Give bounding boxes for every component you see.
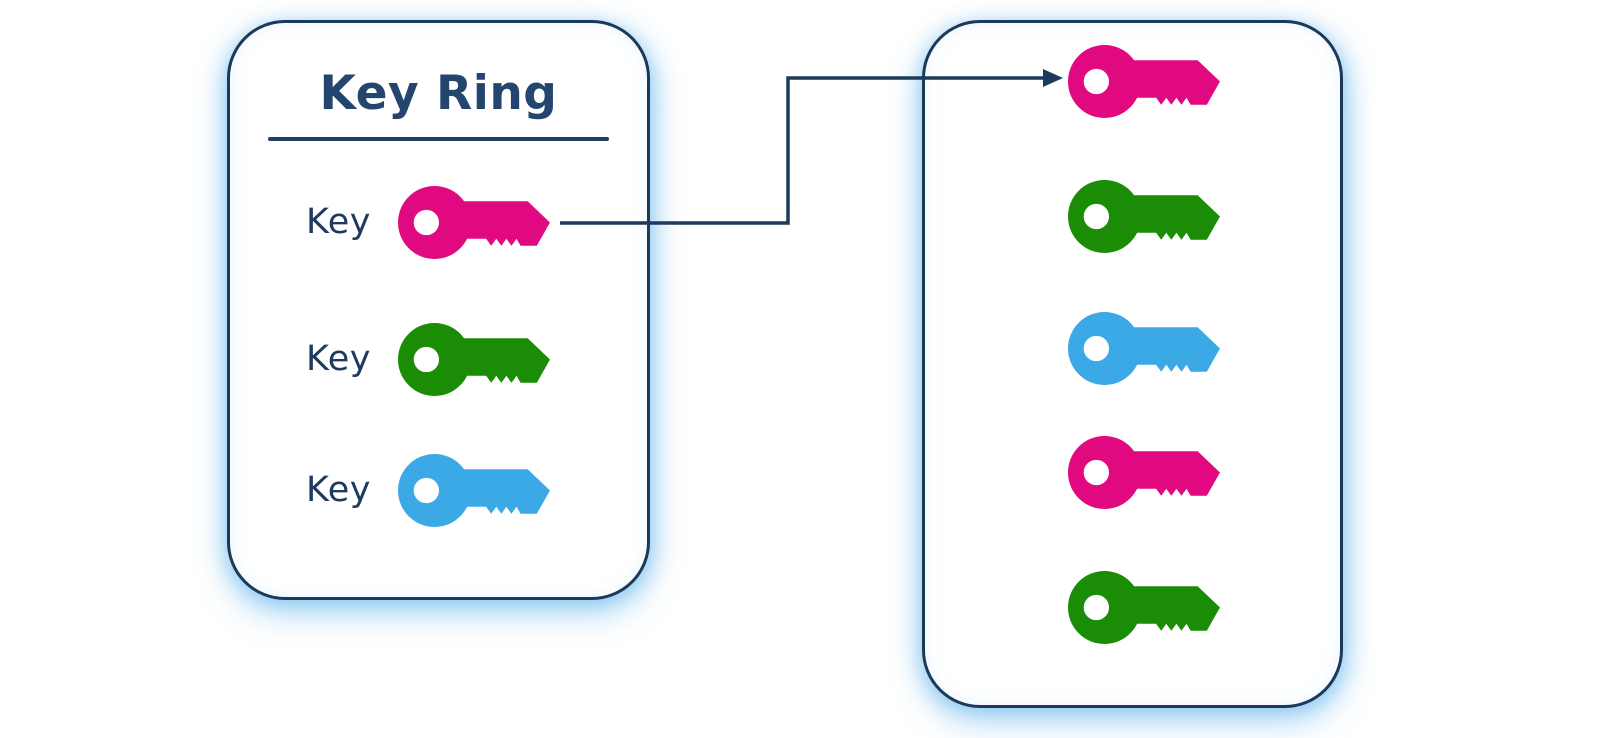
key-icon-pink [398, 185, 550, 259]
title-underline [268, 137, 609, 141]
right-panel [922, 20, 1343, 708]
key-hole [413, 346, 440, 372]
page-title: Key Ring [319, 66, 558, 121]
key-row-green: Key [230, 321, 647, 397]
key-row-pink: Key [230, 184, 647, 260]
key-hole [413, 477, 440, 503]
key-label: Key [306, 339, 371, 379]
key-icon-pink [1068, 45, 1220, 118]
key-hole [1083, 68, 1110, 95]
left-panel: Key Ring Key Key Key [227, 20, 650, 600]
key-icon-green [1068, 180, 1220, 253]
key-icon-blue [398, 453, 550, 527]
key-icon-blue [1068, 312, 1220, 385]
key-icon-green [398, 322, 550, 396]
key-label: Key [306, 202, 371, 242]
key-icon-green [1068, 571, 1220, 644]
key-hole [1083, 335, 1110, 362]
key-hole [1083, 459, 1110, 486]
key-hole [413, 209, 440, 235]
key-label: Key [306, 470, 371, 510]
key-row-blue: Key [230, 452, 647, 528]
key-icon-pink [1068, 436, 1220, 509]
key-hole [1083, 203, 1110, 230]
key-hole [1083, 594, 1110, 621]
